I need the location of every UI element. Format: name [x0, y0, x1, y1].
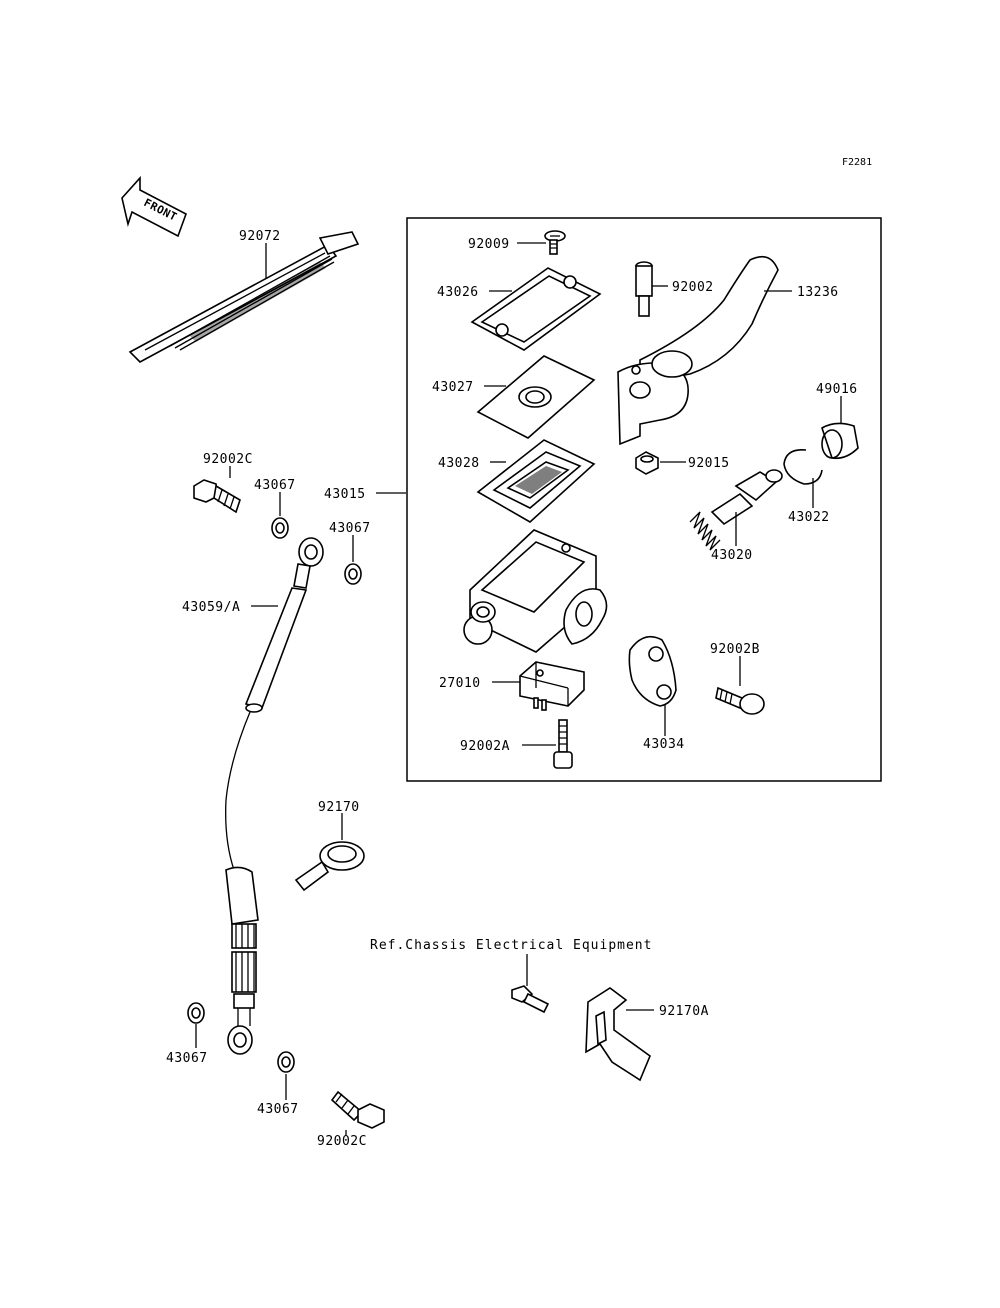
- label-92015: 92015: [688, 456, 730, 471]
- handlebar-clamp-part: [628, 635, 677, 707]
- label-49016: 49016: [816, 382, 858, 397]
- label-92170: 92170: [318, 800, 360, 815]
- label-92002b: 92002B: [710, 642, 760, 657]
- label-43067-c: 43067: [166, 1051, 208, 1066]
- master-cylinder-body-part: [463, 529, 608, 653]
- pivot-bolt-part: [635, 261, 653, 317]
- screw-92009-part: [544, 230, 566, 255]
- brake-hose-part: [225, 537, 324, 1055]
- label-43067-a: 43067: [254, 478, 296, 493]
- nut-92015-part: [635, 451, 659, 475]
- hose-clamp-part: [294, 841, 365, 892]
- label-43026: 43026: [437, 285, 479, 300]
- dust-boot-part: [821, 422, 859, 460]
- cable-tie-part: [128, 231, 360, 363]
- label-92170a: 92170A: [659, 1004, 709, 1019]
- washer-43067-a-part: [271, 517, 289, 539]
- label-43034: 43034: [643, 737, 685, 752]
- master-cylinder-assembly-box: [406, 217, 882, 782]
- reference-note: Ref.Chassis Electrical Equipment: [370, 938, 652, 953]
- figure-id: F2281: [842, 157, 872, 168]
- bracket-92170a-part: [511, 985, 651, 1082]
- label-43027: 43027: [432, 380, 474, 395]
- washer-43067-c-part: [187, 1002, 205, 1024]
- label-92002c-top: 92002C: [203, 452, 253, 467]
- banjo-bolt-bottom-part: [330, 1090, 385, 1129]
- label-27010: 27010: [439, 676, 481, 691]
- label-92002a: 92002A: [460, 739, 510, 754]
- circlip-part: [783, 448, 823, 485]
- label-92009: 92009: [468, 237, 510, 252]
- brake-lever-part: [617, 255, 779, 446]
- label-92072: 92072: [239, 229, 281, 244]
- front-arrow-icon: FRONT: [121, 175, 187, 238]
- washer-43067-d-part: [277, 1051, 295, 1073]
- label-43015: 43015: [324, 487, 366, 502]
- label-43022: 43022: [788, 510, 830, 525]
- screw-92002a-part: [553, 719, 573, 769]
- banjo-bolt-top-part: [193, 479, 241, 514]
- bolt-92002b-part: [715, 686, 765, 715]
- piston-spring-part: [689, 469, 783, 551]
- part-labels: 92072 92009 43026 92002 13236 43027 4901…: [166, 229, 858, 1149]
- label-92002c-bottom: 92002C: [317, 1134, 367, 1149]
- diaphragm-plate-part: [476, 355, 596, 439]
- leader-lines: [195, 242, 842, 1136]
- label-43059a: 43059/A: [182, 600, 240, 615]
- label-43028: 43028: [438, 456, 480, 471]
- reservoir-cap-part: [470, 267, 602, 351]
- label-13236: 13236: [797, 285, 839, 300]
- label-43020: 43020: [711, 548, 753, 563]
- label-43067-b: 43067: [329, 521, 371, 536]
- diaphragm-part: [476, 439, 596, 523]
- label-92002: 92002: [672, 280, 714, 295]
- brake-light-switch-part: [519, 661, 585, 711]
- washer-43067-b-part: [344, 563, 362, 585]
- label-43067-d: 43067: [257, 1102, 299, 1117]
